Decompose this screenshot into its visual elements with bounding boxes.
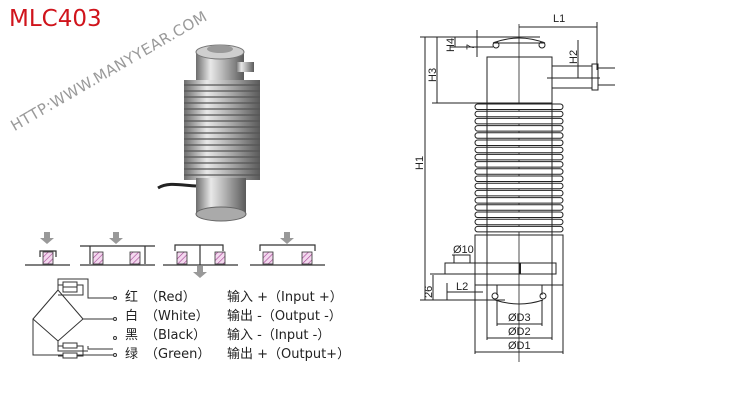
dim-h3: H3 bbox=[427, 68, 439, 82]
wire-function: 输入 -（Input -） bbox=[227, 328, 331, 343]
wire-cn: 白 bbox=[125, 309, 139, 324]
dim-h4: H4 bbox=[445, 38, 457, 52]
wire-color: （Red） bbox=[145, 290, 196, 305]
dim-d2: ØD2 bbox=[508, 326, 531, 338]
wire-cn: 绿 bbox=[125, 347, 139, 362]
wire-function: 输出 -（Output -） bbox=[227, 309, 342, 324]
dim-h2: H2 bbox=[568, 50, 580, 64]
wire-cn: 红 bbox=[125, 290, 139, 305]
dim-26: 26 bbox=[423, 286, 435, 298]
wire-color: （White） bbox=[145, 309, 209, 324]
dim-pin-diameter: Ø10 bbox=[453, 244, 474, 256]
bellows-rib bbox=[474, 153, 564, 161]
bellows-rib bbox=[474, 218, 564, 226]
wire-color: （Black） bbox=[145, 328, 207, 343]
dim-d1: ØD1 bbox=[508, 340, 531, 352]
bellows-rib bbox=[474, 189, 564, 197]
bellows-rib bbox=[474, 161, 564, 168]
wire-color: （Green） bbox=[145, 347, 211, 362]
dim-d3: ØD3 bbox=[508, 312, 531, 324]
bellows-drawing bbox=[474, 103, 564, 233]
wire-row-red: 红 （Red） 输入 +（Input +） bbox=[125, 290, 343, 306]
bellows-rib bbox=[474, 146, 564, 154]
dim-l2: L2 bbox=[456, 281, 468, 293]
wire-function: 输入 +（Input +） bbox=[227, 290, 343, 305]
wire-row-green: 绿 （Green） 输出 +（Output+） bbox=[125, 347, 350, 363]
bellows-rib bbox=[474, 211, 564, 218]
model-title: MLC403 bbox=[9, 6, 102, 32]
bellows-rib bbox=[474, 117, 564, 125]
bellows-rib bbox=[474, 225, 564, 233]
bellows-rib bbox=[474, 197, 564, 204]
bridge-circuit bbox=[32, 278, 117, 359]
bellows-rib bbox=[474, 168, 564, 175]
bellows-rib bbox=[474, 204, 564, 211]
bellows-rib bbox=[474, 175, 564, 182]
bellows-photo bbox=[184, 80, 260, 180]
dim-l1: L1 bbox=[553, 13, 565, 25]
dim-7: 7 bbox=[465, 44, 477, 50]
bellows-rib bbox=[474, 125, 564, 132]
wire-row-black: 黑 （Black） 输入 -（Input -） bbox=[125, 328, 330, 344]
wire-row-white: 白 （White） 输出 -（Output -） bbox=[125, 309, 342, 325]
bellows-rib bbox=[474, 103, 564, 110]
wire-cn: 黑 bbox=[125, 328, 139, 343]
bellows-rib bbox=[474, 139, 564, 146]
bellows-rib bbox=[474, 110, 564, 118]
bellows-rib bbox=[474, 132, 564, 139]
wire-function: 输出 +（Output+） bbox=[227, 347, 351, 362]
dim-h1: H1 bbox=[414, 156, 426, 170]
bellows-rib bbox=[474, 182, 564, 190]
